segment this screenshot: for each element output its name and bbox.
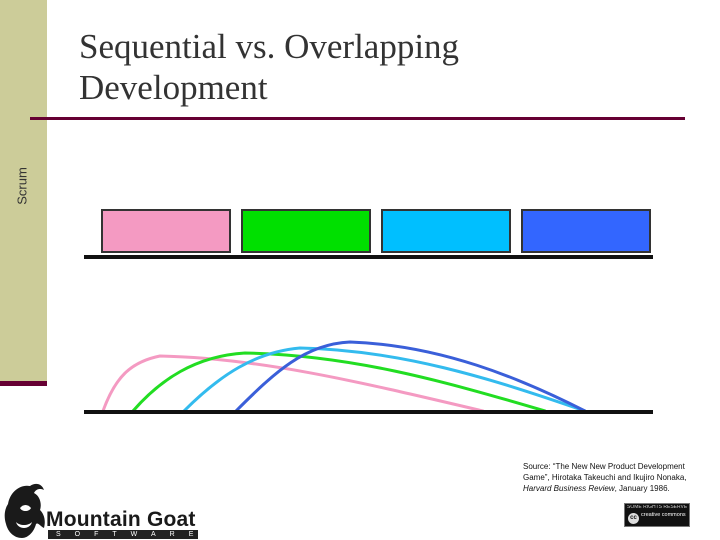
overlap-curve <box>234 340 587 413</box>
citation-journal: Harvard Business Review <box>523 484 615 493</box>
slide-title-line-2: Development <box>79 68 268 107</box>
source-citation: Source: “The New New Product Development… <box>523 461 698 494</box>
logo-tagline: SOFTWARE <box>48 530 198 539</box>
citation-date: , January 1986. <box>614 484 670 493</box>
overlapping-phases <box>84 340 653 414</box>
citation-text: Source: “The New New Product Development… <box>523 462 687 482</box>
mountain-goat-logo: Mountain Goat SOFTWARE <box>0 480 210 540</box>
slide-title-line-1: Sequential vs. Overlapping <box>79 27 460 66</box>
slide-title: Sequential vs. Overlapping Development <box>79 26 459 108</box>
cc-rights-text: SOME RIGHTS RESERVED <box>627 505 687 510</box>
side-bar-edge <box>0 381 47 386</box>
phase-block <box>381 209 511 253</box>
overlap-curve <box>101 354 485 413</box>
creative-commons-badge[interactable]: SOME RIGHTS RESERVED cc creative commons <box>624 503 690 527</box>
cc-icon: cc <box>628 513 639 524</box>
overlap-curve <box>182 346 587 413</box>
overlap-curve <box>131 351 547 413</box>
cc-wordmark: creative commons <box>641 512 686 518</box>
goat-icon <box>4 483 45 538</box>
phase-block <box>521 209 651 253</box>
phase-block <box>241 209 371 253</box>
sequential-phases <box>84 209 653 259</box>
side-bar <box>0 0 47 384</box>
title-rule <box>30 117 685 120</box>
logo-name: Mountain Goat <box>46 508 196 531</box>
phase-block <box>101 209 231 253</box>
